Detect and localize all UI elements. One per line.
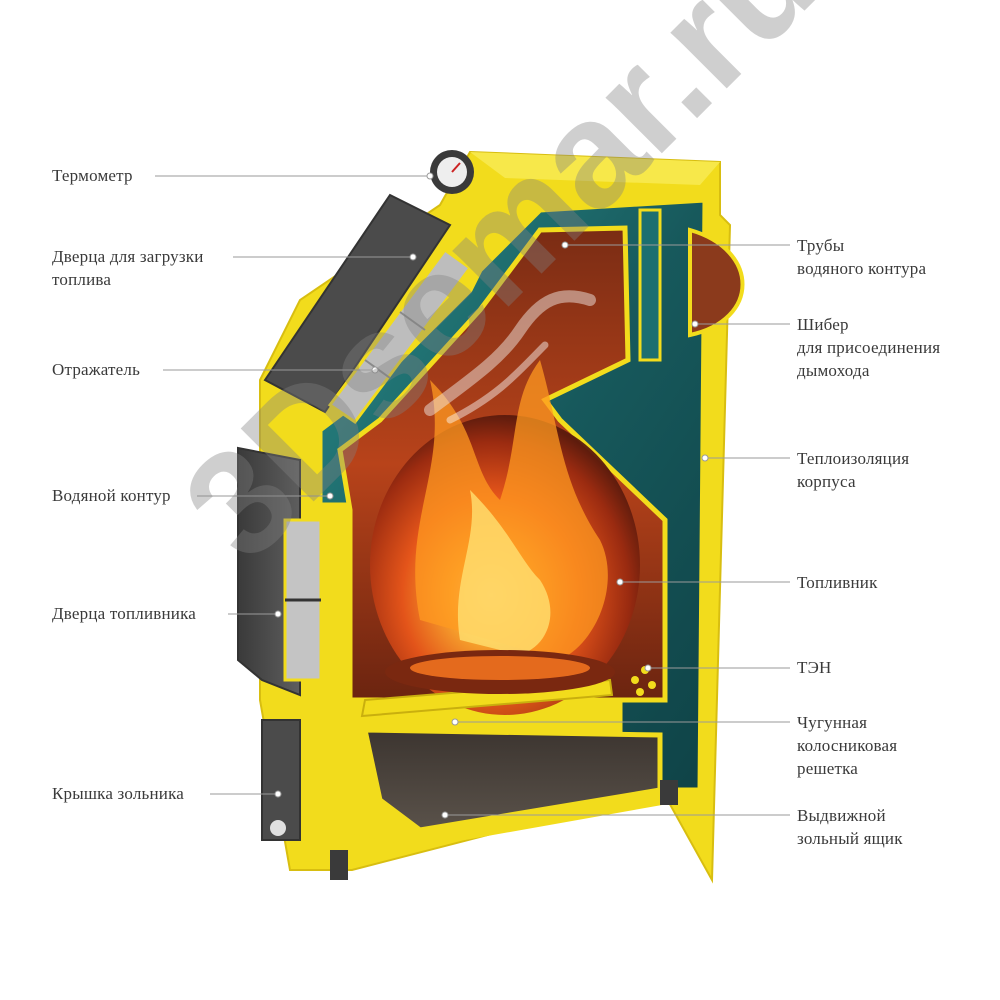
label-firebox-door: Дверца топливника <box>52 604 197 623</box>
label-insulation: Теплоизоляция корпуса <box>797 449 910 491</box>
ash-box <box>361 727 663 833</box>
label-thermometer: Термометр <box>52 166 133 185</box>
leader-dots <box>274 172 709 819</box>
leader-lines <box>155 175 790 816</box>
leg-left <box>330 850 348 880</box>
label-heater: ТЭН <box>797 658 832 677</box>
label-ash-box: Выдвижной зольный ящик <box>797 806 903 848</box>
label-fuel-loading-door: Дверца для загрузки топлива <box>52 247 204 289</box>
label-reflector: Отражатель <box>52 360 141 379</box>
flame-core <box>457 490 551 655</box>
reflector-bricks <box>327 247 473 425</box>
smoke <box>424 290 596 416</box>
leg-right <box>660 780 678 805</box>
label-ash-lid: Крышка зольника <box>52 784 185 803</box>
boiler-top <box>470 152 720 185</box>
label-grate: Чугунная колосниковая решетка <box>797 713 898 778</box>
flue-damper <box>688 227 745 338</box>
bottom-tray <box>285 790 662 848</box>
label-water-pipes: Трубы водяного контура <box>797 236 927 278</box>
label-water-circuit: Водяной контур <box>52 486 171 505</box>
ash-lid-door <box>261 719 301 841</box>
label-damper: Шибер для присоединения дымохода <box>797 315 941 380</box>
water-pipe <box>638 208 662 362</box>
label-firebox: Топливник <box>797 573 878 592</box>
